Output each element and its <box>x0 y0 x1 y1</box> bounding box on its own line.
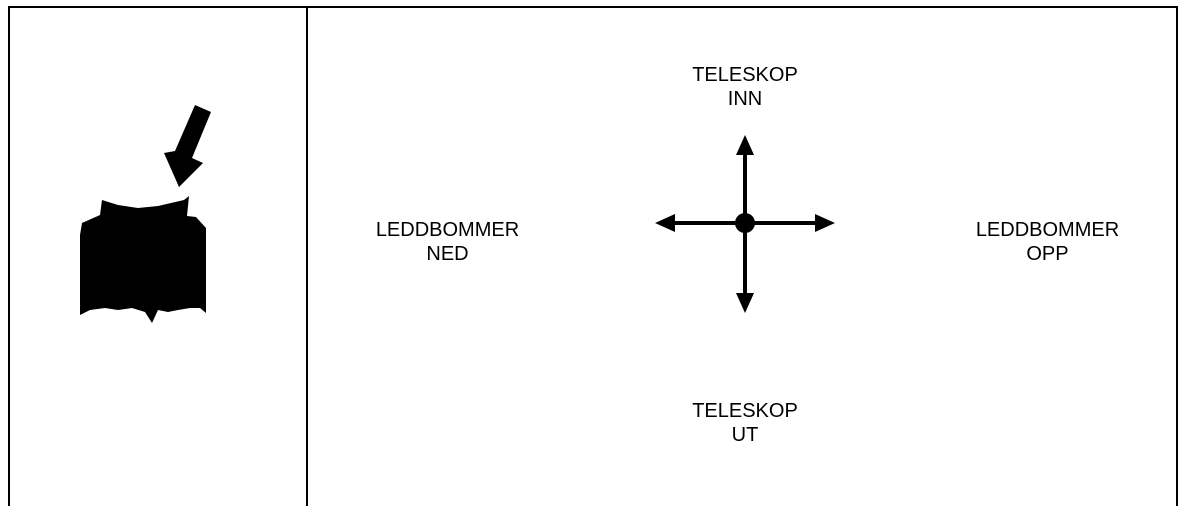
press-arrow-icon <box>164 105 211 187</box>
label-boom-down: LEDDBOMMER NED <box>340 218 555 266</box>
knob-body <box>80 196 206 323</box>
label-telescope-in-line1: TELESKOP <box>692 64 798 86</box>
label-telescope-in: TELESKOP INN <box>645 63 845 111</box>
frame-right-border <box>1176 6 1178 506</box>
four-way-arrows-icon <box>645 125 845 320</box>
arrow-right-icon <box>815 214 835 232</box>
arrow-left-icon <box>655 214 675 232</box>
label-telescope-out: TELESKOP UT <box>645 399 845 447</box>
arrow-down-icon <box>736 293 754 313</box>
label-boom-up: LEDDBOMMER OPP <box>940 218 1155 266</box>
label-telescope-in-line2: INN <box>727 88 763 110</box>
frame-left-border <box>8 6 10 506</box>
cell-divider <box>306 6 308 506</box>
label-telescope-out-line1: TELESKOP <box>692 400 798 422</box>
frame-top-border <box>8 6 1178 8</box>
arrow-up-icon <box>736 135 754 155</box>
label-boom-up-line1: LEDDBOMMER <box>975 219 1120 241</box>
label-boom-down-line1: LEDDBOMMER <box>375 219 520 241</box>
center-dot <box>735 213 755 233</box>
label-boom-down-line2: NED <box>426 243 469 265</box>
joystick-press-icon <box>60 100 240 340</box>
label-telescope-out-line2: UT <box>731 424 759 446</box>
label-boom-up-line2: OPP <box>1026 243 1069 265</box>
